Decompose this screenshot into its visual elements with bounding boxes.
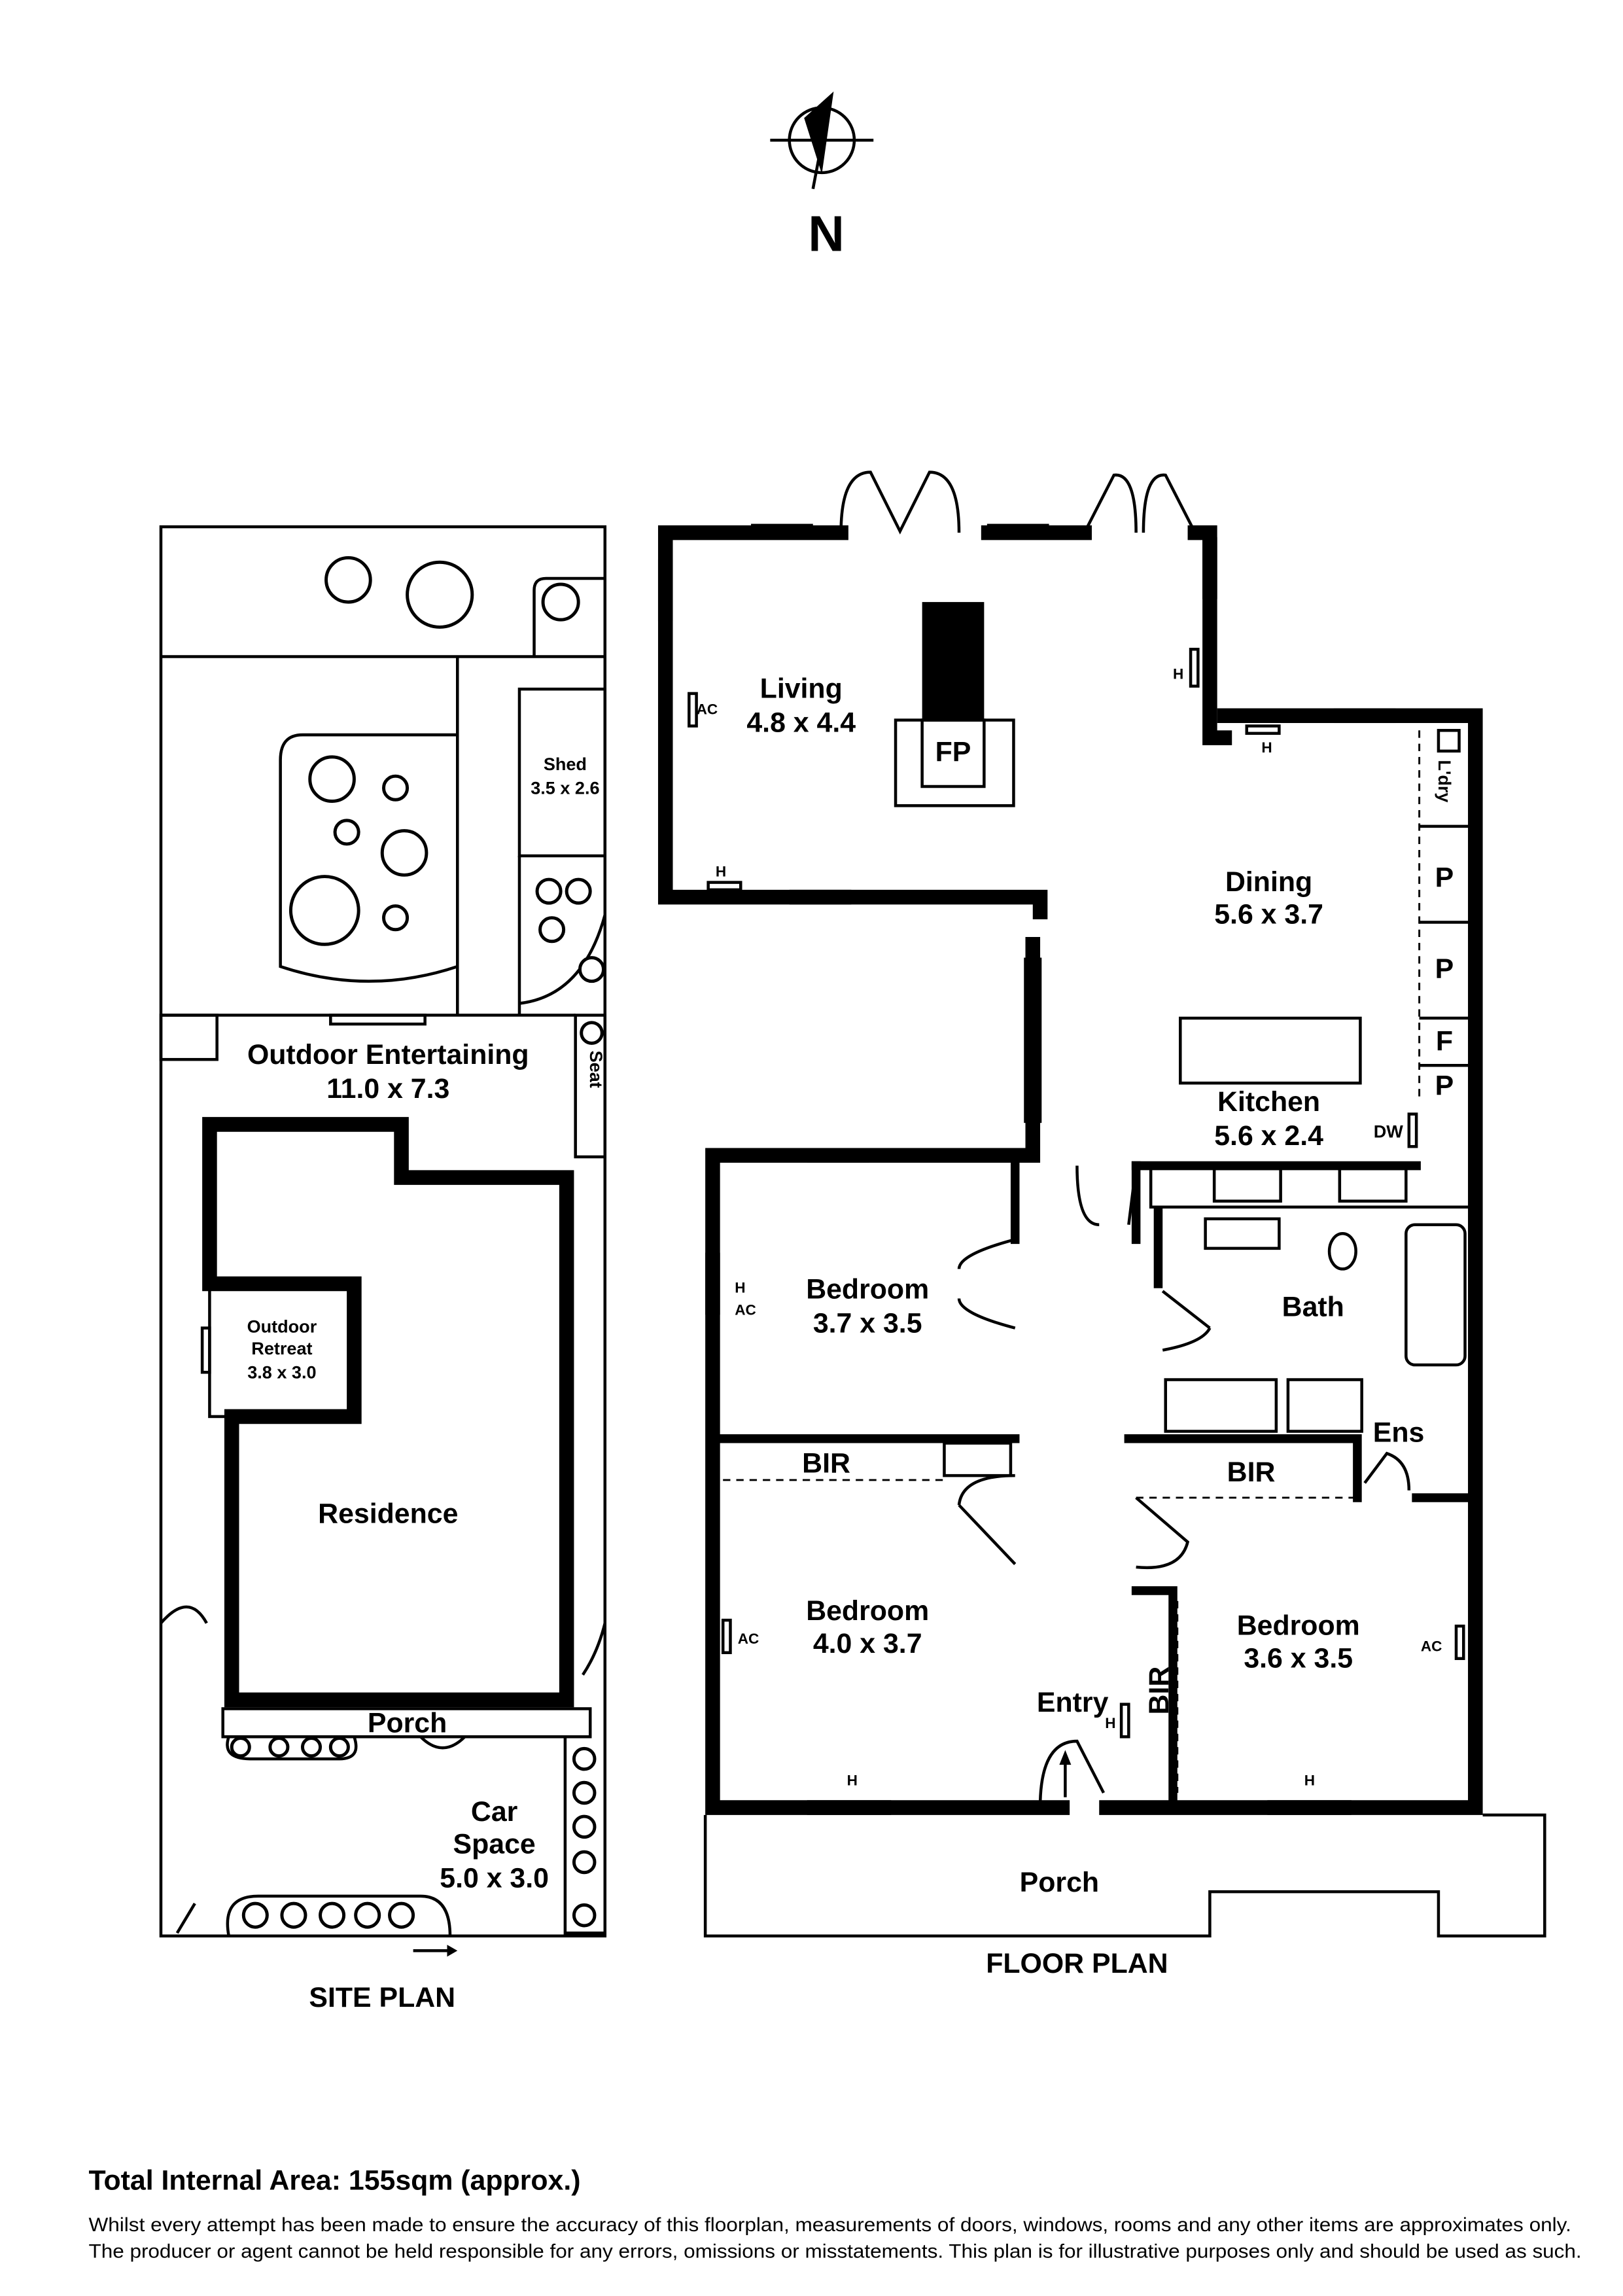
site-porch-label: Porch [368,1708,447,1739]
ac-label: AC [1421,1638,1442,1655]
heater-label: H [1173,665,1183,682]
floor-plan [657,470,1546,1938]
bir-label: BIR [1143,1667,1175,1715]
heater-label: H [1304,1773,1315,1789]
bedroom-3-label: Bedroom [1237,1610,1360,1642]
heater-label: H [1105,1715,1115,1731]
outdoor-entertaining-label: Outdoor Entertaining [247,1039,529,1070]
car-space-label: Car [471,1796,518,1828]
laundry-label: L'dry [1435,760,1454,802]
site-plan [159,525,607,1957]
bir-label: BIR [1227,1457,1276,1488]
pantry-label: P [1435,1070,1454,1101]
outdoor-retreat-size: 3.8 x 3.0 [247,1362,316,1382]
heater-label: H [716,864,726,880]
shed-size: 3.5 x 2.6 [531,778,599,798]
porch-label: Porch [1020,1867,1099,1898]
residence-label: Residence [318,1498,458,1529]
entry-label: Entry [1037,1687,1109,1718]
car-space-size: 5.0 x 3.0 [440,1862,549,1894]
tree-icons [230,556,606,1929]
bir-label: BIR [802,1448,850,1479]
living-size: 4.8 x 4.4 [746,707,856,739]
bedroom-1-label: Bedroom [806,1274,929,1305]
living-label: Living [760,673,843,705]
ensuite-label: Ens [1373,1417,1425,1448]
bath-label: Bath [1282,1292,1344,1323]
kitchen-size: 5.6 x 2.4 [1214,1120,1323,1152]
heater-label: H [735,1280,745,1296]
outdoor-retreat-label: Outdoor [247,1316,317,1336]
fireplace-label: FP [935,737,971,768]
disclaimer-line-1: Whilst every attempt has been made to en… [88,2214,1571,2236]
floor-plan-title: FLOOR PLAN [986,1948,1168,1979]
shed-label: Shed [544,754,587,774]
ac-label: AC [738,1631,759,1647]
fridge-label: F [1436,1026,1453,1057]
seat-label: Seat [586,1051,606,1088]
north-compass-icon [770,91,874,190]
pantry-label: P [1435,953,1454,985]
total-area: Total Internal Area: 155sqm (approx.) [88,2165,580,2197]
bedroom-3-size: 3.6 x 3.5 [1244,1642,1353,1674]
car-space-label-2: Space [453,1828,536,1860]
ac-label: AC [735,1301,756,1318]
heater-label: H [1261,739,1272,756]
dishwasher-label: DW [1374,1122,1404,1142]
outdoor-retreat-label-2: Retreat [251,1339,312,1358]
outdoor-entertaining-size: 11.0 x 7.3 [326,1073,449,1104]
dining-label: Dining [1225,866,1312,898]
disclaimer-line-2: The producer or agent cannot be held res… [88,2240,1581,2262]
ac-label: AC [697,701,718,717]
bedroom-2-label: Bedroom [806,1595,929,1627]
heater-label: H [847,1773,858,1789]
pantry-label: P [1435,862,1454,893]
bedroom-1-size: 3.7 x 3.5 [813,1307,922,1339]
kitchen-label: Kitchen [1217,1086,1320,1118]
north-label: N [808,206,844,262]
bedroom-2-size: 4.0 x 3.7 [813,1628,922,1659]
site-plan-title: SITE PLAN [309,1982,455,2013]
dining-size: 5.6 x 3.7 [1214,899,1323,930]
